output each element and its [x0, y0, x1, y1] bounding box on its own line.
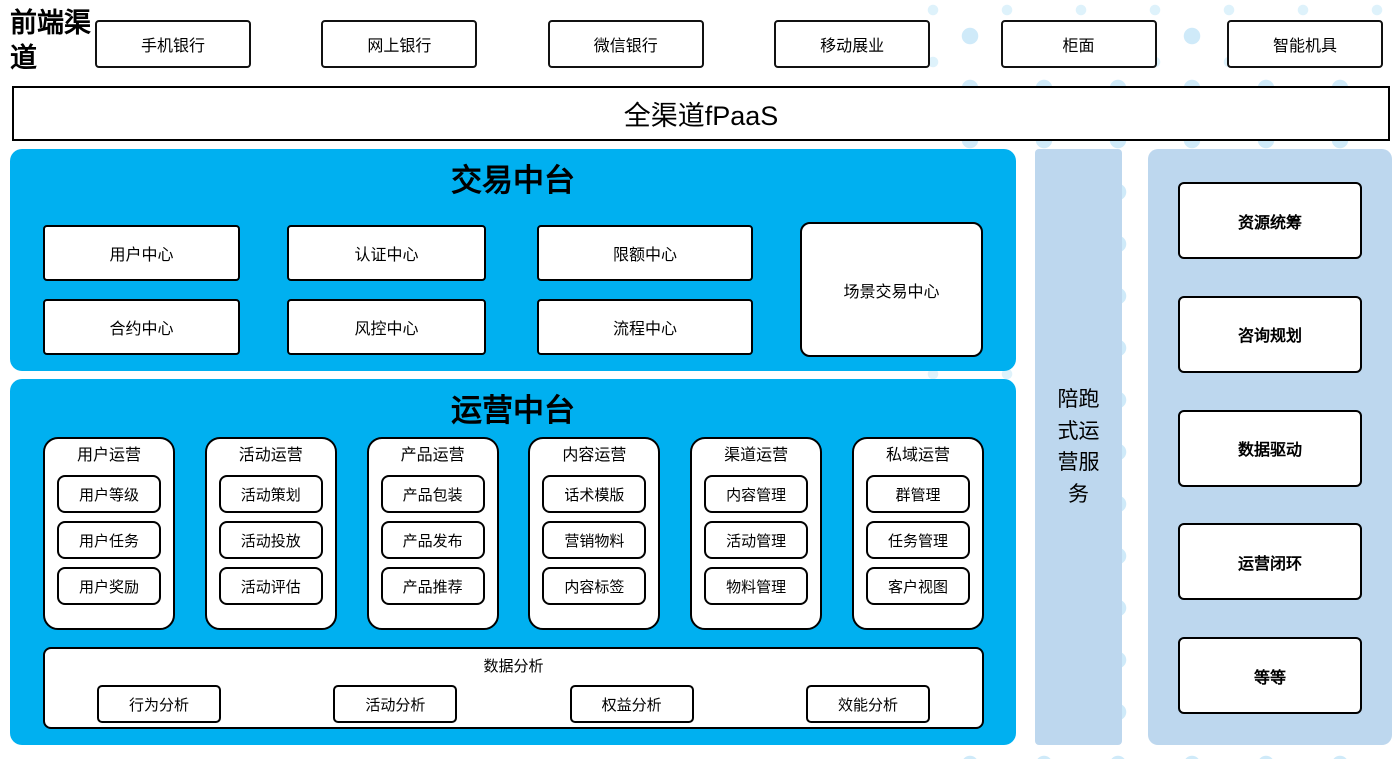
- omni-channel-fpaas-bar: 全渠道fPaaS: [12, 86, 1390, 141]
- service-etc: 等等: [1178, 637, 1362, 714]
- ops-col-channel-operation: 渠道运营 内容管理 活动管理 物料管理: [690, 437, 823, 630]
- service-data-driven: 数据驱动: [1178, 409, 1362, 487]
- analysis-rights: 权益分析: [569, 685, 694, 723]
- ops-item-activity-planning: 活动策划: [218, 475, 323, 513]
- front-channels-label: 前端渠道: [10, 8, 91, 73]
- channel-online-banking: 网上银行: [321, 20, 478, 68]
- ops-item-activity-evaluation: 活动评估: [218, 567, 323, 605]
- service-consulting-planning: 咨询规划: [1178, 295, 1362, 373]
- ops-col-user-operation: 用户运营 用户等级 用户任务 用户奖励: [43, 437, 175, 630]
- ops-col-title: 活动运营: [238, 447, 303, 464]
- ops-col-title: 私域运营: [885, 447, 950, 464]
- service-panel: 资源统筹 咨询规划 数据驱动 运营闭环 等等: [1148, 149, 1392, 745]
- ops-item-task-management: 任务管理: [865, 521, 970, 559]
- ops-item-group-management: 群管理: [865, 475, 970, 513]
- trade-box-process-center: 流程中心: [537, 299, 753, 355]
- channel-mobile-sales: 移动展业: [774, 20, 931, 68]
- channel-counter: 柜面: [1000, 20, 1157, 68]
- trade-box-auth-center: 认证中心: [287, 225, 486, 281]
- analysis-efficiency: 效能分析: [805, 685, 930, 723]
- analysis-activity: 活动分析: [333, 685, 458, 723]
- operations-middle-platform: 运营中台 用户运营 用户等级 用户任务 用户奖励 活动运营 活动策划 活动投放 …: [10, 379, 1016, 745]
- ops-col-private-domain-operation: 私域运营 群管理 任务管理 客户视图: [851, 437, 984, 630]
- ops-col-title: 内容运营: [562, 447, 627, 464]
- ops-item-content-management: 内容管理: [704, 475, 809, 513]
- trade-box-contract-center: 合约中心: [43, 299, 240, 355]
- ops-col-product-operation: 产品运营 产品包装 产品发布 产品推荐: [366, 437, 499, 630]
- ops-item-customer-view: 客户视图: [865, 567, 970, 605]
- data-analysis-panel: 数据分析 行为分析 活动分析 权益分析 效能分析: [43, 647, 984, 729]
- ops-col-title: 渠道运营: [724, 447, 789, 464]
- ops-item-product-recommendation: 产品推荐: [380, 567, 485, 605]
- ops-item-user-level: 用户等级: [57, 475, 161, 513]
- trade-box-limit-center: 限额中心: [537, 225, 753, 281]
- trade-box-user-center: 用户中心: [43, 225, 240, 281]
- companion-bar-label: 陪跑式运营服务: [1057, 388, 1100, 506]
- ops-col-content-operation: 内容运营 话术模版 营销物料 内容标签: [528, 437, 661, 630]
- ops-item-content-tag: 内容标签: [542, 567, 647, 605]
- trade-platform-title: 交易中台: [451, 163, 575, 198]
- channel-smart-devices: 智能机具: [1226, 20, 1383, 68]
- ops-item-marketing-material: 营销物料: [542, 521, 647, 559]
- ops-item-material-management: 物料管理: [704, 567, 809, 605]
- ops-item-script-template: 话术模版: [542, 475, 647, 513]
- trade-box-scene-trade-center: 场景交易中心: [800, 222, 983, 357]
- ops-col-title: 产品运营: [400, 447, 465, 464]
- ops-item-activity-delivery: 活动投放: [218, 521, 323, 559]
- companion-operation-service-bar: 陪跑式运营服务: [1035, 149, 1122, 745]
- service-resource-coordination: 资源统筹: [1178, 182, 1362, 259]
- service-operation-loop: 运营闭环: [1178, 523, 1362, 601]
- ops-item-product-packaging: 产品包装: [380, 475, 485, 513]
- ops-col-title: 用户运营: [76, 447, 141, 464]
- trade-box-risk-center: 风控中心: [287, 299, 486, 355]
- front-channels-row: 手机银行 网上银行 微信银行 移动展业 柜面 智能机具: [95, 20, 1383, 68]
- channel-mobile-banking: 手机银行: [95, 20, 251, 68]
- ops-columns: 用户运营 用户等级 用户任务 用户奖励 活动运营 活动策划 活动投放 活动评估 …: [43, 437, 984, 630]
- analysis-behavior: 行为分析: [97, 685, 221, 723]
- ops-item-product-release: 产品发布: [380, 521, 485, 559]
- ops-item-user-task: 用户任务: [57, 521, 161, 559]
- ops-platform-title: 运营中台: [451, 393, 575, 428]
- data-analysis-row: 行为分析 活动分析 权益分析 效能分析: [45, 685, 982, 723]
- trade-middle-platform: 交易中台 用户中心 认证中心 限额中心 合约中心 风控中心 流程中心 场景交易中…: [10, 149, 1016, 371]
- ops-col-activity-operation: 活动运营 活动策划 活动投放 活动评估: [204, 437, 337, 630]
- ops-item-activity-management: 活动管理: [704, 521, 809, 559]
- ops-item-user-reward: 用户奖励: [57, 567, 161, 605]
- channel-wechat-banking: 微信银行: [547, 20, 704, 68]
- data-analysis-title: 数据分析: [483, 658, 544, 675]
